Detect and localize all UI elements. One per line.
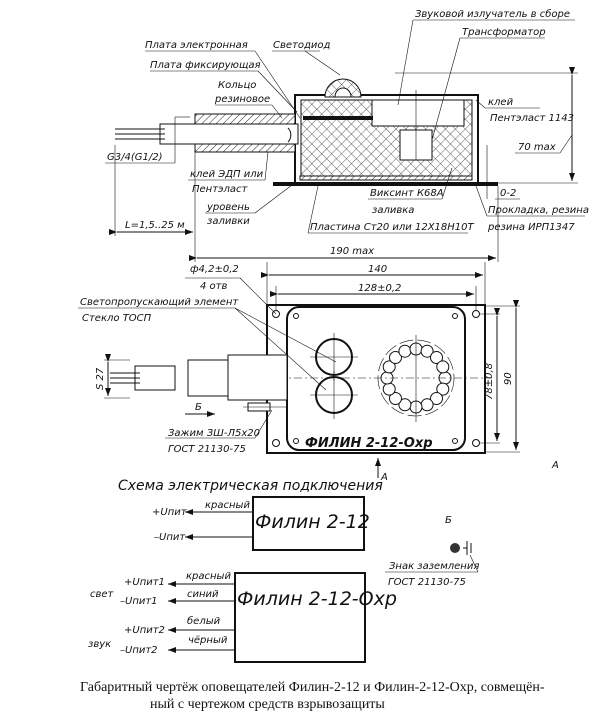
label-fill-level-1: уровень — [206, 202, 250, 213]
sound-hole — [382, 382, 396, 396]
sound-hole — [382, 360, 396, 374]
device2-wire-white: белый — [187, 615, 221, 627]
label-led: Светодиод — [273, 40, 331, 51]
label-gasket-1: Прокладка, резина — [488, 205, 589, 216]
nameplate: ФИЛИН 2-12-Охр — [305, 436, 433, 451]
gland-nut — [187, 359, 229, 397]
label-ring-1: Кольцо — [218, 80, 256, 91]
label-glue-edp-2: Пентэласт — [192, 184, 249, 195]
device1-box — [252, 496, 365, 551]
label-board-electronic: Плата электронная — [145, 40, 248, 51]
device2-wire-blue: синий — [187, 589, 219, 600]
dim-width-holes: 128±0,2 — [358, 283, 401, 294]
dim-width: 190 max — [330, 246, 374, 257]
label-light-element-1: Светопропускающий элемент — [80, 297, 239, 308]
sound-hole — [420, 398, 434, 412]
label-glue-edp-1: клей ЭДП или — [190, 169, 264, 180]
top-view: ф4,2±0,2 4 отв 140 128±0,2 Светопропуска… — [78, 262, 559, 483]
ground-label-2: ГОСТ 21130-75 — [388, 577, 466, 588]
device2-plus2: +Uпит2 — [124, 625, 165, 636]
sound-hole — [398, 344, 412, 358]
label-clamp-2: ГОСТ 21130-75 — [168, 444, 246, 455]
label-glue-2: Пентэласт 1143 — [490, 113, 574, 124]
base-plate — [273, 182, 498, 186]
device2-name: Филин 2-12-Охр — [237, 588, 397, 610]
label-ring-2: резиновое — [214, 94, 270, 105]
caption-line-1: Габаритный чертёж оповещателей Филин-2-1… — [80, 680, 545, 695]
top-leaders — [78, 262, 520, 478]
label-gasket-2: резина ИРП1347 — [487, 222, 575, 233]
side-leaders — [105, 19, 585, 262]
device2-box — [234, 572, 366, 663]
dim-hole-count: 4 отв — [200, 281, 227, 292]
label-clamp-1: Зажим ЗШ-Л5х20 — [168, 428, 260, 439]
dim-height-outer: 90 — [503, 372, 514, 385]
device2-wire-black: чёрный — [188, 635, 228, 646]
group-light: свет — [90, 589, 115, 600]
label-thread: G3/4(G1/2) — [107, 152, 163, 163]
cable — [159, 123, 299, 145]
mounting-plate — [266, 304, 486, 454]
ground-label-1: Знак заземления — [389, 561, 479, 572]
device1-minus: –Uпит — [154, 532, 186, 543]
ground-symbol-icon — [450, 541, 472, 555]
group-sound: звук — [88, 639, 111, 650]
section-mark-a-right: А — [551, 460, 559, 471]
label-board-fixing: Плата фиксирующая — [150, 60, 261, 71]
dim-height-holes: 78±0,8 — [484, 363, 495, 400]
section-mark-a-bottom: А — [380, 472, 388, 483]
label-compound-2: заливка — [372, 205, 414, 216]
dim-height: 70 max — [518, 142, 556, 153]
label-sound-emitter: Звуковой излучатель в сборе — [415, 8, 570, 20]
sound-hole — [436, 382, 450, 396]
device2-minus1: –Uпит1 — [120, 596, 158, 607]
sound-hole — [398, 398, 412, 412]
device1-name: Филин 2-12 — [255, 511, 370, 533]
side-view: Звуковой излучатель в сборе Трансформато… — [105, 8, 589, 262]
device2-plus1: +Uпит1 — [124, 577, 165, 588]
sound-hole — [430, 392, 444, 406]
electronic-board — [303, 116, 373, 120]
device1-plus: +Uпит — [152, 507, 188, 518]
label-transformer: Трансформатор — [462, 27, 546, 38]
device2-wire-red: красный — [186, 571, 231, 582]
label-plate: Пластина Ст20 или 12Х18Н10Т — [310, 222, 475, 233]
label-fill-level-2: заливки — [207, 216, 250, 227]
caption-line-2: ный с чертежом средств взрывозащиты — [150, 697, 385, 712]
sound-hole — [436, 360, 450, 374]
label-light-element-2: Стекло ТОСП — [82, 313, 152, 324]
sound-hole — [430, 350, 444, 364]
sound-hole — [388, 350, 402, 364]
sound-hole — [388, 392, 402, 406]
dim-width-outer: 140 — [368, 264, 387, 275]
schematic-title: Схема электрическая подключения — [118, 478, 383, 494]
sound-hole — [420, 344, 434, 358]
label-glue-1: клей — [488, 97, 514, 108]
sound-emitter — [371, 99, 465, 127]
ground-view-label: Б — [445, 515, 452, 526]
device2-minus2: –Uпит2 — [120, 645, 158, 656]
device1-wire-plus: красный — [205, 500, 250, 511]
dim-cable-length: L=1,5..25 м — [125, 220, 185, 231]
dim-gap: 0-2 — [500, 188, 516, 199]
label-compound-1: Виксинт К68А — [370, 188, 444, 199]
dim-wrench-size: S 27 — [95, 367, 106, 390]
label-view-b: Б — [195, 402, 202, 413]
wiring-schematic: Схема электрическая подключения Филин 2-… — [88, 478, 479, 663]
housing — [286, 306, 466, 451]
dim-hole-diameter: ф4,2±0,2 — [190, 264, 239, 275]
